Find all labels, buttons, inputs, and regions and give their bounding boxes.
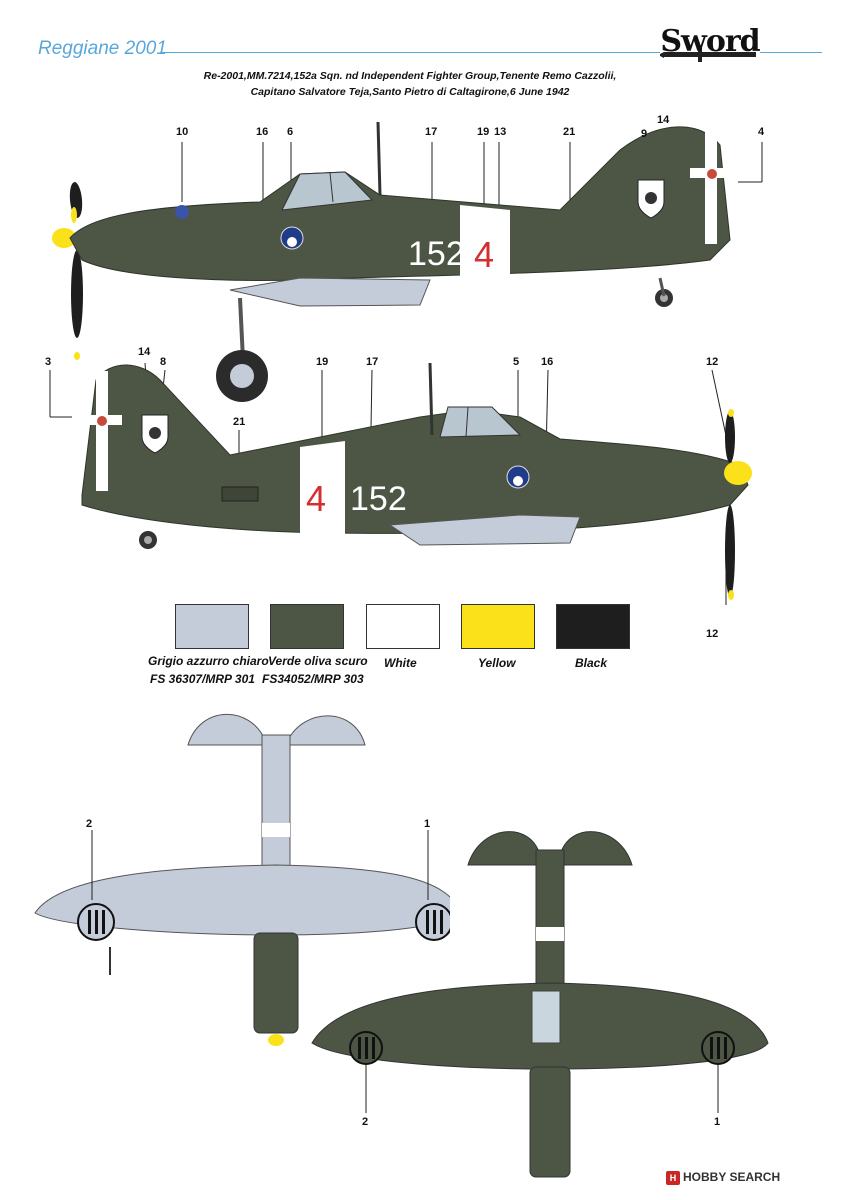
sword-logo: Sword — [658, 22, 761, 66]
right-tail-cross-vertical — [96, 371, 108, 491]
callout-l-7: 21 — [563, 126, 576, 138]
underside-wing — [34, 864, 450, 936]
right-fuselage-code: 152 — [350, 480, 407, 518]
left-fuselage-code: 152 — [408, 235, 465, 273]
underside-view — [34, 713, 450, 1046]
hobby-search-icon: H — [666, 1170, 680, 1185]
left-propeller — [52, 182, 83, 360]
legend-label-1b: FS 36307/MRP 301 — [150, 672, 255, 686]
top-canopy — [531, 990, 561, 1044]
left-small-emblem-icon — [175, 205, 189, 219]
callout-l-1: 10 — [176, 126, 189, 138]
right-profile: 4 152 — [49, 362, 752, 605]
callout-u-1: 2 — [86, 818, 93, 830]
swatch-yellow — [461, 604, 535, 649]
legend-label-1a: Grigio azzurro chiaro — [148, 654, 269, 668]
callout-r-10: 12 — [706, 628, 719, 640]
right-prop-blade-top — [725, 411, 735, 463]
callout-l-4: 17 — [425, 126, 438, 138]
title-rule — [160, 52, 660, 53]
underside-fuselage — [261, 734, 291, 886]
callout-r-3: 8 — [160, 356, 167, 368]
callout-l-8: 9 — [641, 128, 648, 140]
swatch-black — [556, 604, 630, 649]
left-main-wheel-icon — [216, 350, 268, 402]
left-tail-cross-vertical — [705, 132, 717, 244]
left-wing — [229, 277, 431, 307]
left-profile: 152 4 — [52, 121, 763, 360]
legend-label-2a: Verde oliva scuro — [268, 654, 368, 668]
left-savoy-crest-icon — [707, 169, 717, 179]
page-title: Reggiane 2001 — [38, 38, 167, 59]
watermark-text: HOBBY SEARCH — [683, 1170, 781, 1184]
right-red-code: 4 — [306, 478, 326, 519]
callout-t-1: 2 — [362, 1116, 369, 1128]
callout-l-10: 4 — [758, 126, 765, 138]
right-stencil-box — [221, 486, 259, 502]
sword-icon — [658, 48, 756, 62]
callout-r-8: 21 — [233, 416, 246, 428]
brand-name: Sword — [660, 24, 760, 59]
right-fuselage — [81, 364, 749, 534]
legend-label-2b: FS34052/MRP 303 — [262, 672, 364, 686]
left-fuselage — [69, 126, 731, 281]
callout-t-2: 1 — [714, 1116, 721, 1128]
legend-label-4: Yellow — [478, 656, 516, 670]
right-savoy-crest-icon — [97, 416, 107, 426]
callout-l-2: 16 — [256, 126, 269, 138]
callout-r-2: 14 — [138, 346, 151, 358]
legend-label-5: Black — [575, 656, 608, 670]
callout-l-3: 6 — [287, 126, 294, 138]
legend-label-3: White — [384, 656, 417, 670]
description-line-1: Re-2001,MM.7214,152a Sqn. nd Independent… — [203, 70, 617, 82]
callout-r-5: 17 — [366, 356, 379, 368]
callout-u-2: 1 — [424, 818, 431, 830]
callout-r-9: 12 — [706, 356, 719, 368]
right-white-band — [300, 441, 345, 535]
right-wing — [388, 514, 581, 546]
right-tail-cross-horizontal — [72, 415, 122, 425]
left-white-band — [460, 205, 510, 277]
swatch-grey-blue — [175, 604, 249, 649]
left-red-code: 4 — [474, 234, 494, 275]
right-canopy — [439, 406, 522, 438]
right-prop-blade-bottom — [725, 505, 735, 597]
callout-r-7: 16 — [541, 356, 554, 368]
right-spinner-icon — [724, 461, 752, 485]
callout-l-5: 19 — [477, 126, 490, 138]
description-line-2: Capitano Salvatore Teja,Santo Pietro di … — [250, 86, 570, 98]
callout-l-9: 14 — [657, 114, 670, 126]
swatch-olive — [270, 604, 344, 649]
callout-l-6: 13 — [494, 126, 507, 138]
left-canopy — [281, 171, 374, 211]
callout-r-6: 5 — [513, 356, 520, 368]
title-rule-right — [760, 52, 822, 53]
swatch-white — [366, 604, 440, 649]
top-view — [311, 831, 769, 1178]
callout-r-4: 19 — [316, 356, 329, 368]
callout-r-1: 3 — [45, 356, 52, 368]
